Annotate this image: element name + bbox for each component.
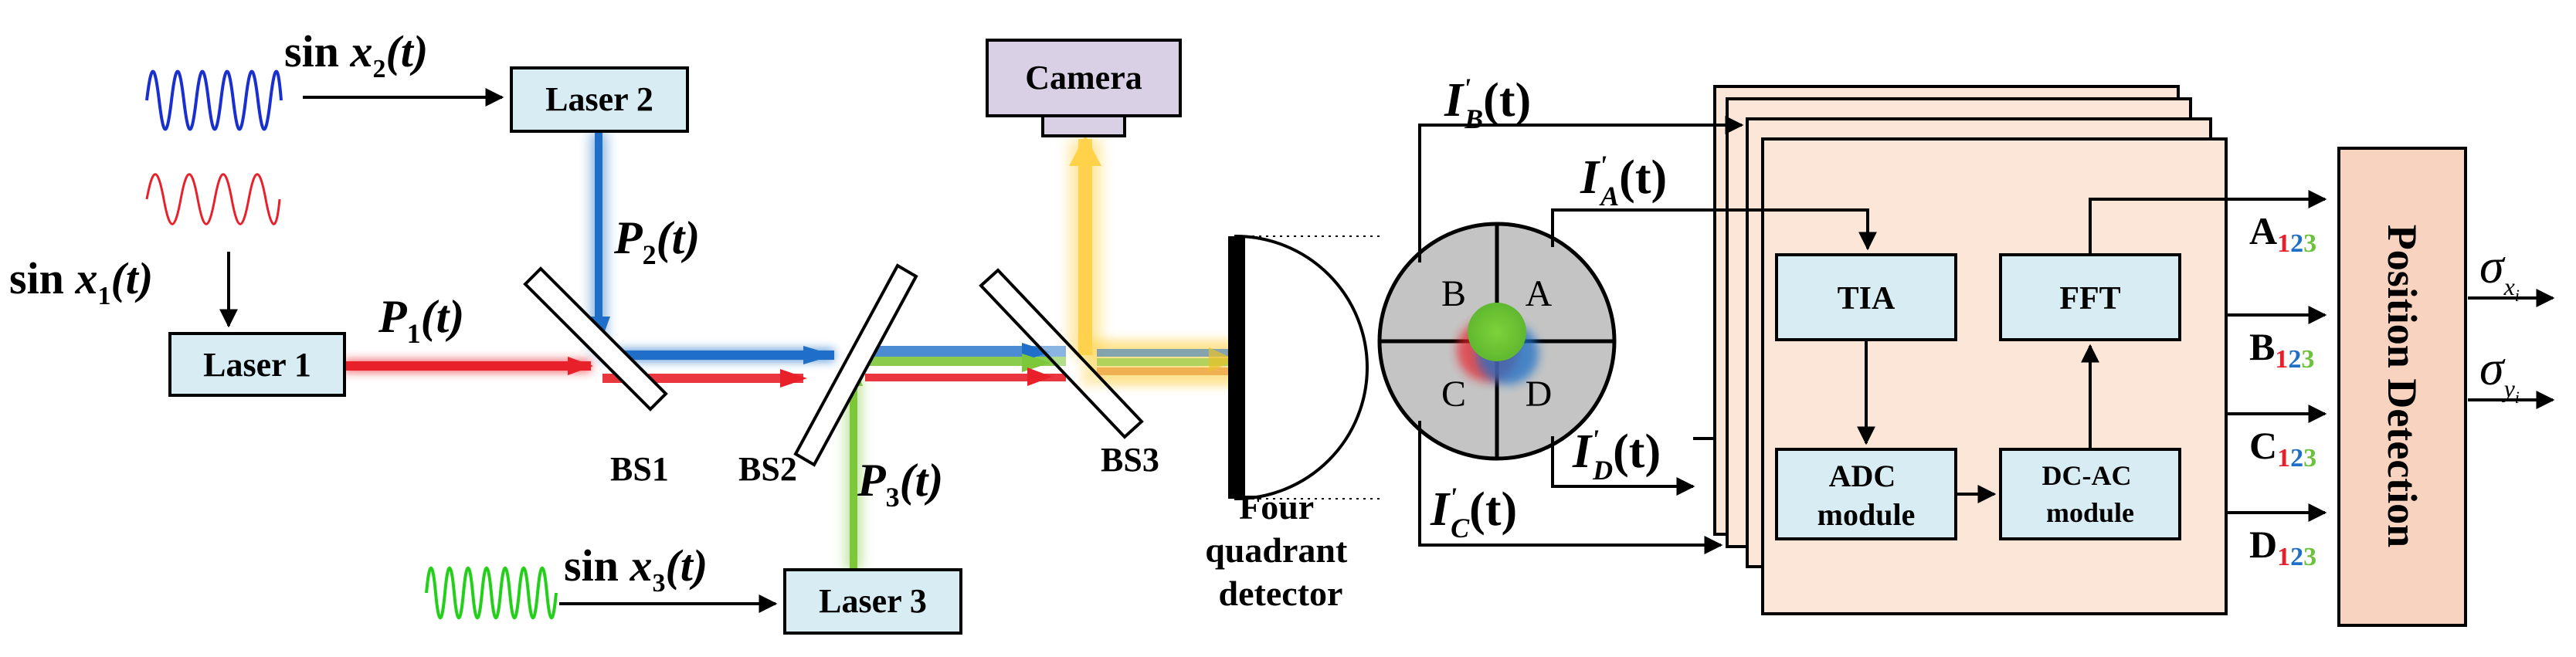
adc-label: ADC module bbox=[1817, 459, 1916, 532]
output-d-label: D123 bbox=[2249, 523, 2316, 571]
fft-module: FFT bbox=[1999, 253, 2181, 341]
laser-1-box: Laser 1 bbox=[168, 332, 346, 397]
bs1-label: BS1 bbox=[610, 450, 669, 488]
dcac-label: DC-AC module bbox=[2042, 460, 2139, 528]
quadrant-b-label: B bbox=[1441, 273, 1466, 314]
signal-arrows bbox=[219, 88, 778, 613]
output-labels: A123 B123 C123 D123 bbox=[2249, 209, 2316, 571]
laser-1-label: Laser 1 bbox=[203, 346, 311, 384]
sine-wave-green bbox=[425, 566, 558, 620]
camera-label: Camera bbox=[1025, 59, 1142, 97]
quadrant-a-label: A bbox=[1526, 273, 1553, 314]
sin-x3-label: sin x3(t) bbox=[564, 540, 708, 598]
ic-label: I'C(t) bbox=[1430, 482, 1517, 544]
ia-label: I'A(t) bbox=[1580, 150, 1667, 212]
position-detection-box: Position Detection bbox=[2337, 147, 2467, 627]
position-detection-label: Position Detection bbox=[2379, 225, 2425, 547]
laser-3-label: Laser 3 bbox=[819, 582, 927, 620]
quadrant-c-label: C bbox=[1441, 374, 1466, 415]
detector-caption: Four quadrant detector bbox=[1205, 487, 1356, 613]
laser-2-box: Laser 2 bbox=[510, 66, 689, 133]
detector-lens bbox=[1228, 234, 1383, 501]
p2-label: P2(t) bbox=[613, 212, 700, 270]
sigma-y-label: σyi bbox=[2479, 340, 2520, 407]
output-c-label: C123 bbox=[2249, 424, 2316, 472]
beam-splitter-1 bbox=[523, 266, 668, 411]
camera: Camera bbox=[986, 39, 1182, 137]
id-label: I'D(t) bbox=[1572, 424, 1661, 486]
p1-label: P1(t) bbox=[378, 291, 464, 349]
laser-3-box: Laser 3 bbox=[783, 568, 962, 635]
output-b-label: B123 bbox=[2249, 325, 2314, 374]
four-quadrant-detector: B A C D bbox=[1377, 222, 1617, 461]
bs2-label: BS2 bbox=[738, 450, 797, 488]
current-wires bbox=[1418, 116, 1877, 554]
tia-module: TIA bbox=[1775, 253, 1957, 341]
bs3-label: BS3 bbox=[1101, 441, 1159, 479]
quadrant-d-label: D bbox=[1526, 374, 1553, 415]
sine-wave-blue bbox=[145, 69, 283, 131]
ib-label: I'B(t) bbox=[1444, 73, 1531, 134]
beam-splitter-2 bbox=[793, 263, 918, 467]
p3-label: P3(t) bbox=[857, 455, 943, 513]
sine-wave-red bbox=[145, 173, 281, 225]
tia-label: TIA bbox=[1838, 281, 1896, 317]
dcac-module: DC-AC module bbox=[1999, 448, 2181, 540]
fft-label: FFT bbox=[2059, 281, 2120, 317]
laser-beams bbox=[344, 131, 1236, 571]
module-wires bbox=[1857, 190, 2555, 522]
beam-splitter-3 bbox=[979, 268, 1144, 439]
sin-x2-label: sin x2(t) bbox=[284, 26, 428, 83]
sin-x1-label: sin x1(t) bbox=[9, 253, 153, 310]
sigma-x-label: σxi bbox=[2479, 239, 2520, 305]
laser-2-label: Laser 2 bbox=[545, 80, 653, 118]
adc-module: ADC module bbox=[1775, 448, 1957, 540]
output-a-label: A123 bbox=[2249, 209, 2316, 258]
